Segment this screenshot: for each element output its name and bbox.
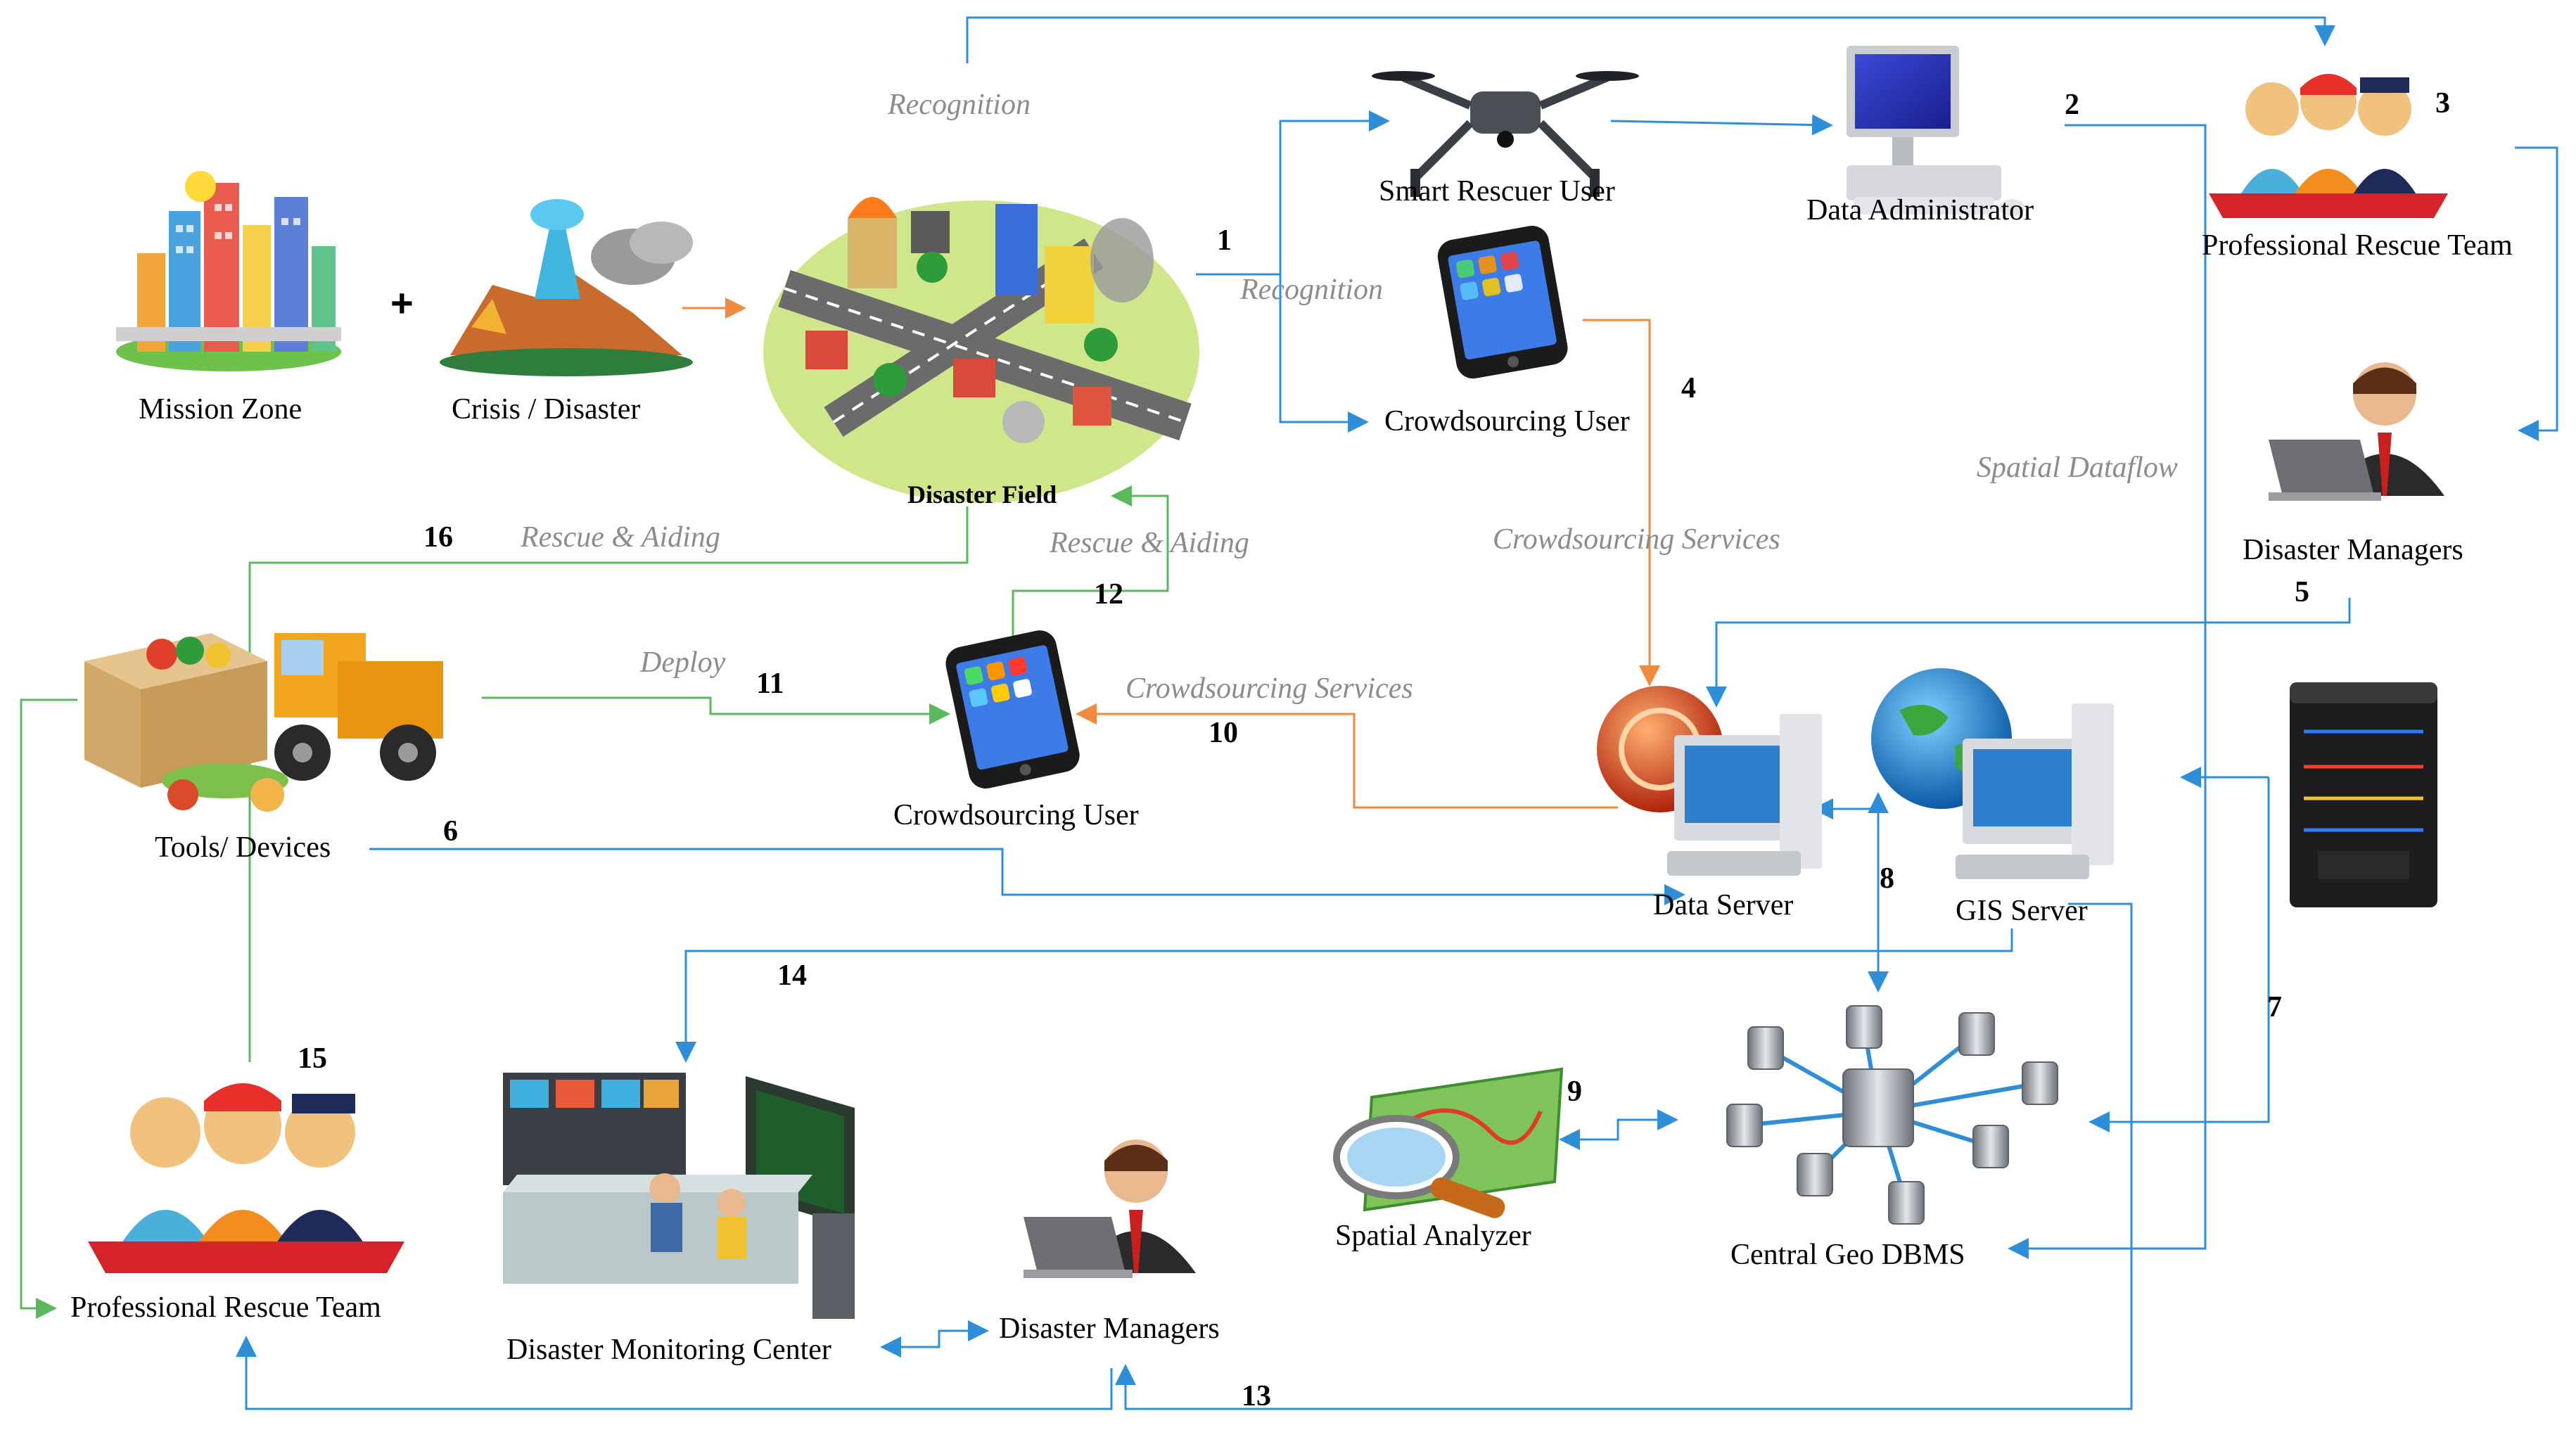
- node-labels: Mission Zone Crisis / Disaster Disaster …: [70, 175, 2513, 1366]
- flow-label-recognition-mid: Recognition: [1239, 274, 1383, 306]
- volcano-icon: [440, 199, 693, 376]
- rescue-team-icon: [2209, 74, 2448, 218]
- arrow-2-spatial-dataflow: [2008, 124, 2207, 1259]
- arrow-13-gis: [1115, 902, 2133, 1410]
- label-disaster-monitoring-center: Disaster Monitoring Center: [506, 1334, 831, 1366]
- label-professional-rescue-team-bottom: Professional Rescue Team: [70, 1291, 381, 1324]
- flow-label-recognition-top: Recognition: [887, 89, 1031, 121]
- flow-label-crowdsourcing-services-top: Crowdsourcing Services: [1493, 523, 1780, 556]
- step-number-6: 6: [443, 815, 458, 848]
- arrow-10-dataserver-to-crowd: [1076, 703, 1618, 809]
- label-mission-zone: Mission Zone: [139, 393, 302, 426]
- arrow-5-managers-to-dataserver: [1706, 598, 2351, 708]
- label-smart-rescuer-user: Smart Rescuer User: [1379, 175, 1615, 208]
- step-number-8: 8: [1880, 862, 1894, 895]
- step-number-9: 9: [1567, 1075, 1582, 1108]
- arrow-9-analyzer-dbms: [1559, 1109, 1678, 1150]
- arrow-16-rescue: [248, 506, 969, 1062]
- flow-label-rescue-aiding-right: Rescue & Aiding: [1049, 527, 1249, 559]
- flow-label-rescue-aiding-left: Rescue & Aiding: [520, 521, 720, 554]
- arrow-12-rescue: [1012, 485, 1169, 637]
- connectors: [20, 16, 2558, 1410]
- label-tools-devices: Tools/ Devices: [155, 831, 331, 864]
- arrow-4-crowd-to-dataserver: [1583, 319, 1660, 687]
- smartphone-icon: [1437, 226, 1568, 379]
- label-gis-server: GIS Server: [1956, 895, 2088, 927]
- arrow-14-gis-monitor: [675, 928, 2013, 1063]
- step-number-13: 13: [1242, 1380, 1271, 1412]
- step-number-4: 4: [1681, 372, 1696, 404]
- arrow-1-to-drone: [1196, 110, 1390, 276]
- label-data-server: Data Server: [1653, 889, 1793, 921]
- step-number-14: 14: [777, 959, 807, 992]
- step-number-11: 11: [756, 668, 784, 700]
- label-crowdsourcing-user-top: Crowdsourcing User: [1384, 405, 1630, 438]
- smartphone-icon: [945, 630, 1080, 789]
- label-spatial-analyzer: Spatial Analyzer: [1335, 1220, 1531, 1252]
- step-number-5: 5: [2295, 576, 2309, 608]
- label-data-administrator: Data Administrator: [1806, 194, 2034, 226]
- step-number-3: 3: [2435, 87, 2450, 120]
- label-disaster-field: Disaster Field: [907, 480, 1057, 509]
- step-number-2: 2: [2065, 89, 2079, 121]
- arrow-tools-to-team: [20, 698, 77, 1319]
- label-disaster-managers-bottom: Disaster Managers: [999, 1313, 1220, 1345]
- step-numbers: 1 2 3 4 5 6 7 8 9 10 11 12 13 14 15 16: [298, 87, 2450, 1412]
- label-professional-rescue-team-top: Professional Rescue Team: [2202, 229, 2513, 262]
- arrow-3-team-to-managers: [2515, 146, 2558, 441]
- plus-sign: +: [390, 281, 414, 325]
- arrow-1-to-crowd: [1279, 274, 1369, 433]
- drone-icon: [1372, 71, 1639, 197]
- step-number-12: 12: [1094, 578, 1123, 611]
- flow-label-spatial-dataflow: Spatial Dataflow: [1977, 452, 2178, 484]
- arrow-13-to-team: [236, 1336, 1113, 1410]
- arrow-monitor-managers: [880, 1320, 989, 1358]
- city-skyline-icon: [116, 171, 341, 371]
- flow-label-crowdsourcing-services-mid: Crowdsourcing Services: [1126, 672, 1413, 705]
- manager-laptop-icon: [1024, 1139, 1196, 1278]
- label-crisis-disaster: Crisis / Disaster: [452, 393, 640, 426]
- label-central-geo-dbms: Central Geo DBMS: [1730, 1239, 1965, 1271]
- disaster-field-map-icon: [763, 197, 1199, 503]
- label-crowdsourcing-user-mid: Crowdsourcing User: [893, 799, 1139, 831]
- arrow-drone-to-admin: [1610, 114, 1833, 136]
- data-server-icon: [1597, 686, 1822, 876]
- map-magnifier-icon: [1333, 1067, 1564, 1218]
- arrow-11-deploy: [482, 696, 950, 724]
- step-number-16: 16: [423, 521, 453, 554]
- arrow-7-rack: [2089, 777, 2270, 1132]
- flow-labels: Recognition Recognition Spatial Dataflow…: [520, 89, 2178, 705]
- arrow-6-tools-to-dataserver: [369, 848, 1685, 905]
- step-number-7: 7: [2267, 991, 2282, 1023]
- label-disaster-managers-right: Disaster Managers: [2243, 534, 2463, 566]
- step-number-10: 10: [1209, 717, 1238, 749]
- step-number-15: 15: [298, 1042, 327, 1075]
- database-network-icon: [1726, 1005, 2058, 1225]
- rescue-team-icon: [88, 1083, 404, 1273]
- server-rack-icon: [2290, 682, 2437, 907]
- gis-server-icon: [1871, 668, 2114, 879]
- manager-laptop-icon: [2269, 362, 2444, 501]
- step-number-1: 1: [1217, 224, 1232, 257]
- control-room-icon: [503, 1073, 855, 1319]
- arrow-top-loop: [966, 16, 2335, 63]
- flow-label-deploy: Deploy: [639, 646, 726, 679]
- supply-box-truck-icon: [84, 633, 443, 812]
- desktop-computer-icon: [1847, 46, 2025, 216]
